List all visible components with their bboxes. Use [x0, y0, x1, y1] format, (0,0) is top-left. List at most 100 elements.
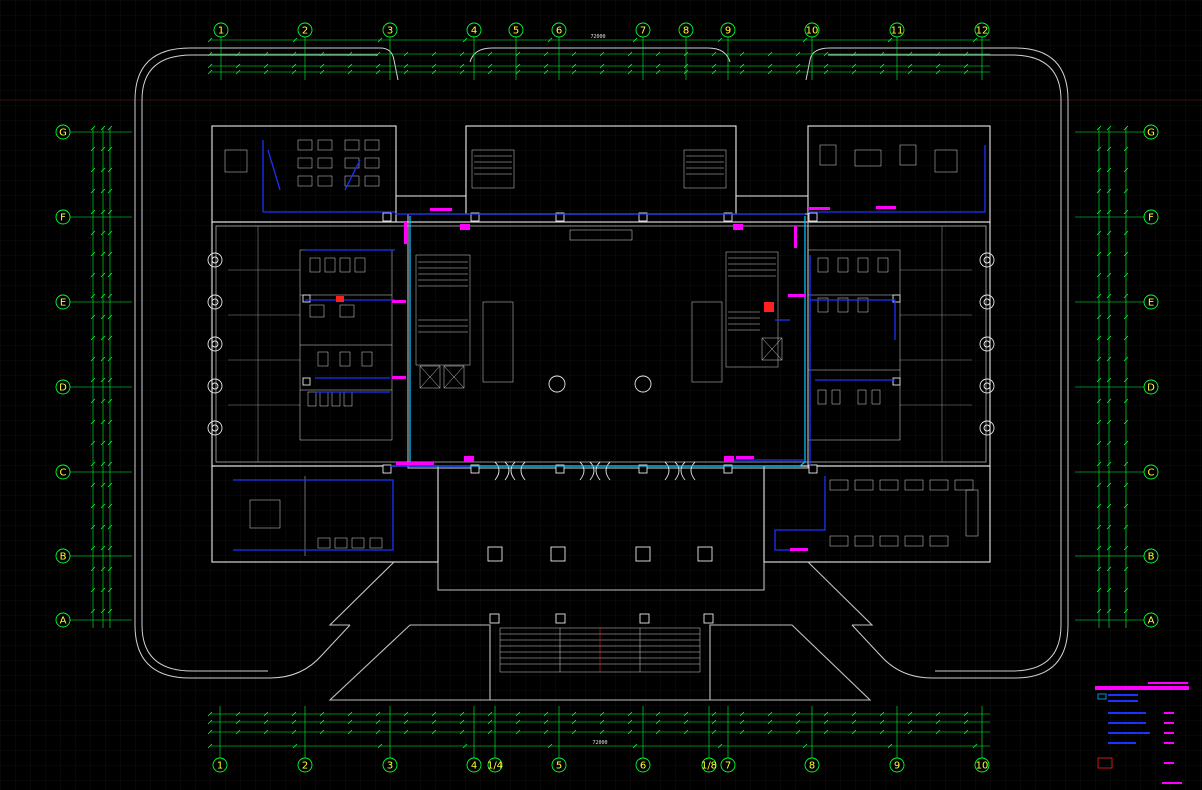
axis-bubble-circle — [55, 379, 71, 395]
axis-label: 1/8 — [701, 761, 717, 772]
axis-bubble-circle — [635, 22, 651, 38]
bay-grid — [228, 226, 972, 462]
axis-bubble-circle — [551, 22, 567, 38]
axis-bubble: 1 — [212, 706, 228, 773]
axis-bubble-circle — [55, 294, 71, 310]
axis-bubble: G — [1075, 124, 1159, 140]
office-furniture — [224, 139, 979, 556]
axis-bubble-circle — [1143, 464, 1159, 480]
axis-bubble: 3 — [382, 22, 398, 80]
axis-bubble: 9 — [720, 22, 736, 80]
axis-label: E — [60, 298, 66, 309]
axis-label: 10 — [976, 761, 989, 772]
axis-bubble: D — [55, 379, 132, 395]
axis-bubble: A — [1075, 612, 1159, 628]
axis-label: B — [1148, 552, 1155, 563]
axis-label: F — [60, 213, 66, 224]
axis-bubble-circle — [213, 22, 229, 38]
axis-bubble-circle — [974, 22, 990, 38]
dimension-chains-right — [1098, 128, 1127, 628]
axis-bubble-circle — [701, 757, 717, 773]
axis-bubble-circle — [889, 757, 905, 773]
entrance-doors — [494, 461, 696, 481]
axis-label: 2 — [302, 761, 308, 772]
axis-bubble-circle — [466, 22, 482, 38]
axis-bubble-circle — [55, 464, 71, 480]
axis-bubble: 8 — [804, 706, 820, 773]
axis-bubble-circle — [55, 209, 71, 225]
cable-routes — [233, 140, 986, 551]
axis-label: 9 — [725, 26, 731, 37]
axis-bubble-circle — [297, 22, 313, 38]
axis-bubble-circle — [720, 757, 736, 773]
dimension-ticks — [90, 37, 1129, 749]
axis-label: 1 — [218, 26, 224, 37]
axis-label: A — [60, 616, 67, 627]
axis-bubble: F — [55, 209, 132, 225]
stairs — [415, 149, 783, 673]
axis-label: 7 — [725, 761, 731, 772]
axis-bubble: G — [55, 124, 132, 140]
axis-label: C — [60, 468, 67, 479]
axis-bubble: 3 — [382, 706, 398, 773]
axis-label: 5 — [513, 26, 519, 37]
axis-bubble: 1/8 — [701, 706, 717, 773]
axis-label: 8 — [683, 26, 689, 37]
axis-label: 1/4 — [487, 761, 503, 772]
axis-bubble-circle — [382, 22, 398, 38]
axis-label: 11 — [891, 26, 904, 37]
axis-bubble: 2 — [297, 22, 313, 80]
axis-bubble-circle — [804, 22, 820, 38]
axis-bubble: E — [1075, 294, 1159, 310]
axis-bubble: C — [55, 464, 132, 480]
axis-bubble: 10 — [804, 22, 820, 80]
axis-bubble-circle — [297, 757, 313, 773]
axis-label: 2 — [302, 26, 308, 37]
axis-bubble: 11 — [889, 22, 905, 80]
axis-bubble: 8 — [678, 22, 694, 80]
axis-bubble-circle — [55, 548, 71, 564]
axis-label: 12 — [976, 26, 989, 37]
axis-label: D — [59, 383, 67, 394]
axis-bubbles-left: G F E D C B A — [55, 124, 132, 628]
axis-bubble-circle — [1143, 548, 1159, 564]
axis-bubble-circle — [1143, 612, 1159, 628]
axis-bubble-circle — [382, 757, 398, 773]
axis-bubble: E — [55, 294, 132, 310]
structural-columns — [302, 212, 901, 624]
axis-bubble-circle — [804, 757, 820, 773]
axis-label: 1 — [217, 761, 223, 772]
axis-label: C — [1148, 468, 1155, 479]
axis-bubble-circle — [1143, 379, 1159, 395]
axis-bubble-circle — [635, 757, 651, 773]
axis-bubble: D — [1075, 379, 1159, 395]
dimension-chains-left — [92, 128, 111, 628]
axis-label: 4 — [471, 26, 477, 37]
axis-label: 7 — [640, 26, 646, 37]
axis-bubble: A — [55, 612, 132, 628]
axis-bubble: 2 — [297, 706, 313, 773]
axis-bubble: 10 — [974, 706, 990, 773]
building-walls — [211, 125, 991, 701]
axis-label: 3 — [387, 761, 393, 772]
axis-bubble: 5 — [551, 706, 567, 773]
axis-bubble: 4 — [466, 706, 482, 773]
axis-label: 10 — [806, 26, 819, 37]
axis-label: E — [1148, 298, 1154, 309]
axis-bubble: 7 — [635, 22, 651, 80]
axis-label: 3 — [387, 26, 393, 37]
axis-bubble: 1 — [213, 22, 229, 80]
axis-bubble-circle — [487, 757, 503, 773]
axis-bubble-circle — [508, 22, 524, 38]
dimension-chains-top — [210, 39, 990, 73]
axis-bubble: 9 — [889, 706, 905, 773]
axis-label: D — [1147, 383, 1155, 394]
axis-bubble: 7 — [720, 706, 736, 773]
axis-label: B — [60, 552, 67, 563]
axis-bubble-circle — [55, 612, 71, 628]
axis-label: 5 — [556, 761, 562, 772]
